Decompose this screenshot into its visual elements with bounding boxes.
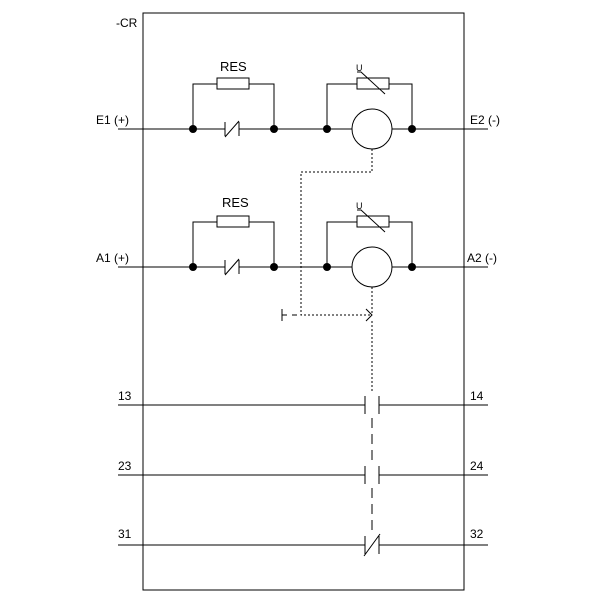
resistor-a <box>192 215 275 267</box>
nc-contact-e <box>224 120 240 138</box>
terminal-13-label: 13 <box>118 389 132 403</box>
nc-contact-31-32 <box>363 533 381 557</box>
junction-dot <box>408 263 416 271</box>
terminal-32-label: 32 <box>470 527 484 541</box>
varistor-a <box>326 209 413 267</box>
terminal-a2-label: A2 (-) <box>467 251 497 265</box>
junction-dot <box>323 125 331 133</box>
device-enclosure <box>142 12 465 591</box>
terminal-23-label: 23 <box>118 459 132 473</box>
contact-row-13-14: 13 14 <box>118 389 488 414</box>
junction-dot <box>189 125 197 133</box>
contact-row-31-32: 31 32 <box>118 527 488 557</box>
coil-row-a: A1 (+) A2 (-) RES U <box>96 195 497 288</box>
resistor-e <box>192 77 275 129</box>
device-tag: -CR <box>116 16 138 30</box>
junction-dot <box>189 263 197 271</box>
varistor-e-label: U <box>356 63 363 73</box>
linkage-arrow-icon <box>365 308 373 322</box>
coil-row-e: E1 (+) E2 (-) RES U <box>96 59 500 150</box>
junction-dot <box>408 125 416 133</box>
terminal-e2-label: E2 (-) <box>470 113 500 127</box>
nc-contact-a <box>224 258 240 276</box>
resistor-e-label: RES <box>220 59 247 74</box>
contact-row-23-24: 23 24 <box>118 459 488 484</box>
junction-dot <box>323 263 331 271</box>
terminal-14-label: 14 <box>470 389 484 403</box>
junction-dot <box>270 125 278 133</box>
coil-a <box>351 246 393 288</box>
mechanical-linkage <box>281 149 373 534</box>
coil-e <box>351 108 393 150</box>
terminal-24-label: 24 <box>470 459 484 473</box>
varistor-a-label: U <box>356 201 363 211</box>
terminal-a1-label: A1 (+) <box>96 251 129 265</box>
terminal-e1-label: E1 (+) <box>96 113 129 127</box>
junction-dot <box>270 263 278 271</box>
terminal-31-label: 31 <box>118 527 132 541</box>
resistor-a-label: RES <box>222 195 249 210</box>
varistor-e <box>326 71 413 129</box>
